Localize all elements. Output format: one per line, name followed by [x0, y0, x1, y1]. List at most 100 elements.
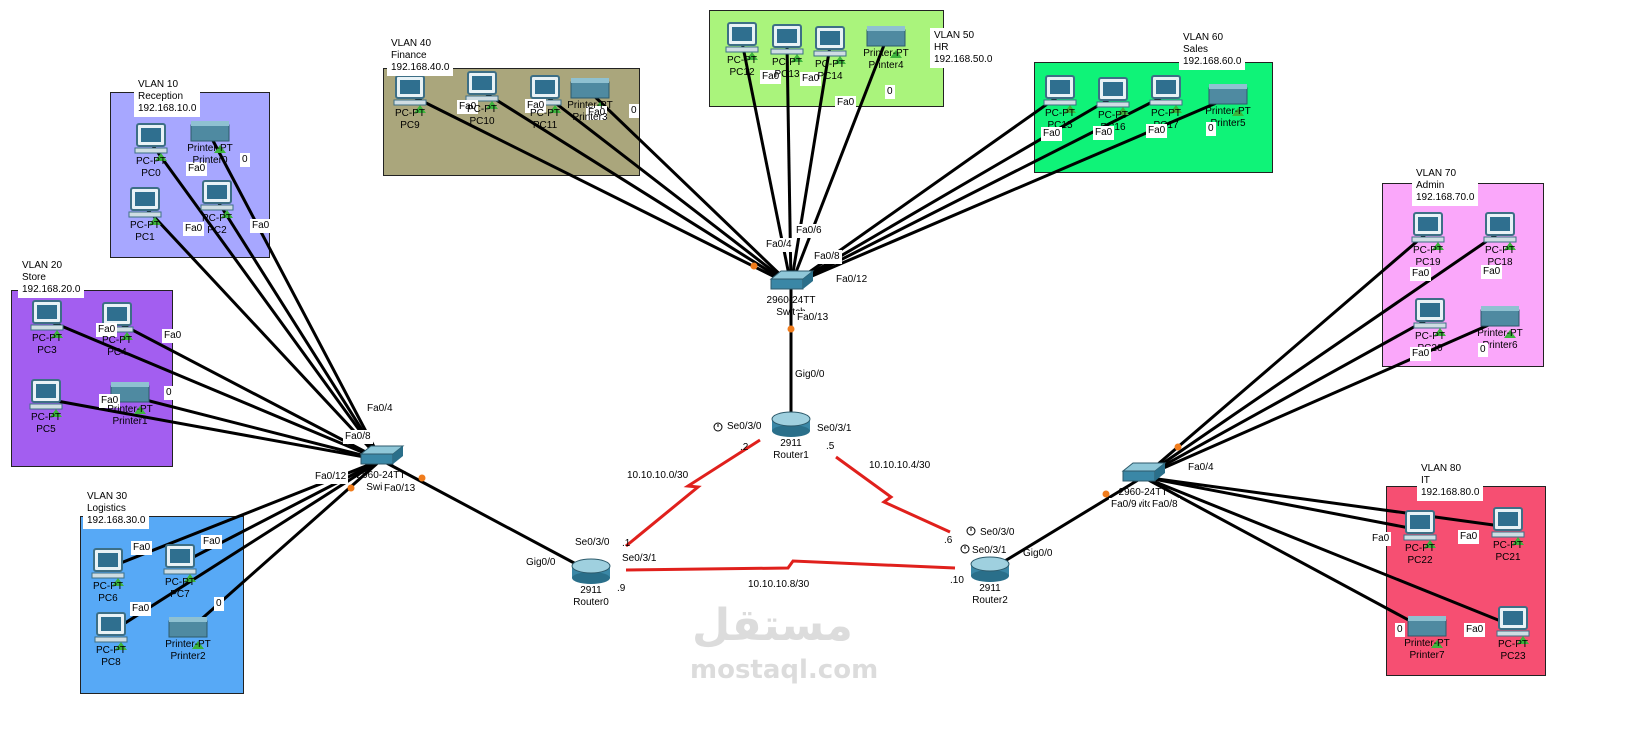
pc17-pc-icon[interactable] — [1149, 75, 1183, 106]
cable-pc9-sw_top — [409, 93, 792, 287]
pc10-pc-icon[interactable] — [465, 71, 499, 102]
printer3-printer-icon[interactable] — [570, 78, 610, 99]
cable-pc18-sw_right — [1142, 230, 1501, 479]
device-type: PC-PT — [727, 55, 757, 66]
pc22-pc-icon[interactable] — [1403, 510, 1437, 541]
cable-pc19-sw_right — [1142, 230, 1429, 479]
cable-printer7-sw_right — [1142, 475, 1428, 632]
printer2-printer-icon[interactable] — [168, 617, 208, 638]
pc14-pc-icon[interactable] — [813, 26, 847, 57]
link-up-marker — [549, 105, 561, 113]
device-type: PC-PT — [32, 333, 62, 344]
pc15-pc-icon[interactable] — [1043, 75, 1077, 106]
device-type: Printer-PT — [1404, 638, 1450, 649]
device-name: PC8 — [101, 657, 121, 668]
pc20-pc-icon[interactable] — [1413, 298, 1447, 329]
device-name: PC4 — [107, 347, 127, 358]
pc13-pc-icon[interactable] — [770, 24, 804, 55]
device-name: Printer4 — [868, 60, 904, 71]
link-wait-marker — [347, 484, 355, 492]
pc21-port-label: Fa0 — [1458, 530, 1480, 544]
router-name: Router0 — [573, 597, 609, 608]
sw_left-port-0: Fa0/4 — [365, 402, 395, 416]
printer6-printer-icon[interactable] — [1480, 306, 1520, 327]
pc18-pc-icon[interactable] — [1483, 212, 1517, 243]
pc6-pc-icon[interactable] — [91, 548, 125, 579]
cable-pc3-sw_left — [46, 318, 382, 462]
link-up-marker — [1170, 105, 1182, 113]
printer6-port-label: 0 — [1478, 343, 1488, 357]
device-name: PC21 — [1495, 552, 1521, 563]
sw_top-port-4: Fa0/13 — [795, 311, 831, 325]
router2-port-2: Gig0/0 — [1023, 548, 1053, 559]
device-name: PC3 — [37, 345, 57, 356]
pc3-pc-icon[interactable] — [30, 300, 64, 331]
device-type: PC-PT — [165, 577, 195, 588]
sw_right-port-1: Fa0/8 — [1150, 498, 1180, 512]
link-up-marker — [1504, 242, 1516, 250]
wan-subnet-net3: 10.10.10.8/30 — [748, 579, 810, 590]
router0-addr-1: .9 — [617, 583, 626, 594]
vlan-name: Sales — [1183, 44, 1209, 55]
device-name: PC13 — [774, 69, 800, 80]
device-name: PC18 — [1487, 257, 1513, 268]
pc23-pc-icon[interactable] — [1496, 606, 1530, 637]
cable-pc20-sw_right — [1142, 316, 1431, 479]
pc12-pc-icon[interactable] — [725, 22, 759, 53]
sw_top-switch-icon[interactable] — [769, 270, 815, 290]
sw_left-switch-icon[interactable] — [359, 445, 405, 465]
cable-pc11-sw_top — [544, 93, 792, 287]
switch-model: 2960-24TT — [1118, 487, 1168, 498]
link-up-marker — [1424, 540, 1436, 548]
pc16-pc-icon[interactable] — [1096, 77, 1130, 108]
router1-router-icon[interactable] — [771, 411, 811, 437]
link-up-marker — [746, 52, 758, 60]
pc19-port-label: Fa0 — [1410, 267, 1432, 281]
pc7-pc-icon[interactable] — [163, 544, 197, 575]
printer4-printer-icon[interactable] — [866, 26, 906, 47]
device-type: PC-PT — [130, 220, 160, 231]
pc8-pc-icon[interactable] — [94, 612, 128, 643]
device-type: PC-PT — [395, 108, 425, 119]
device-type: PC-PT — [1485, 245, 1515, 256]
vlan-subnet: 192.168.80.0 — [1421, 487, 1480, 498]
sw_right-switch-icon[interactable] — [1121, 462, 1167, 482]
pc9-port-label: Fa0 — [457, 100, 479, 114]
printer7-printer-icon[interactable] — [1407, 616, 1447, 637]
pc0-pc-icon[interactable] — [134, 123, 168, 154]
router0-router-icon[interactable] — [571, 558, 611, 584]
vlan-name: IT — [1421, 475, 1430, 486]
vlan-name: Store — [22, 272, 46, 283]
router-name: Router2 — [972, 595, 1008, 606]
pc1-pc-icon[interactable] — [128, 187, 162, 218]
link-up-marker — [1517, 636, 1529, 644]
pc9-pc-icon[interactable] — [393, 75, 427, 106]
pc21-pc-icon[interactable] — [1491, 507, 1525, 538]
device-name: PC12 — [729, 67, 755, 78]
pc19-pc-icon[interactable] — [1411, 212, 1445, 243]
pc5-pc-icon[interactable] — [29, 379, 63, 410]
pc15-port-label: Fa0 — [1041, 127, 1063, 141]
device-name: PC22 — [1407, 555, 1433, 566]
printer0-printer-icon[interactable] — [190, 121, 230, 142]
link-wait-marker — [1102, 490, 1110, 498]
pc2-pc-icon[interactable] — [200, 180, 234, 211]
cable-sw_right-router2 — [989, 475, 1144, 572]
router1-addr-1: .5 — [826, 441, 835, 452]
device-name: PC7 — [170, 589, 190, 600]
router2-router-icon[interactable] — [970, 556, 1010, 582]
pc5-port-label: Fa0 — [99, 394, 121, 408]
cable-pc10-sw_top — [481, 89, 792, 287]
vlan-title: VLAN 10 — [138, 79, 179, 90]
printer5-printer-icon[interactable] — [1208, 84, 1248, 105]
wan-subnet-net1: 10.10.10.0/30 — [627, 470, 689, 481]
vlan-title: VLAN 20 — [22, 260, 63, 271]
